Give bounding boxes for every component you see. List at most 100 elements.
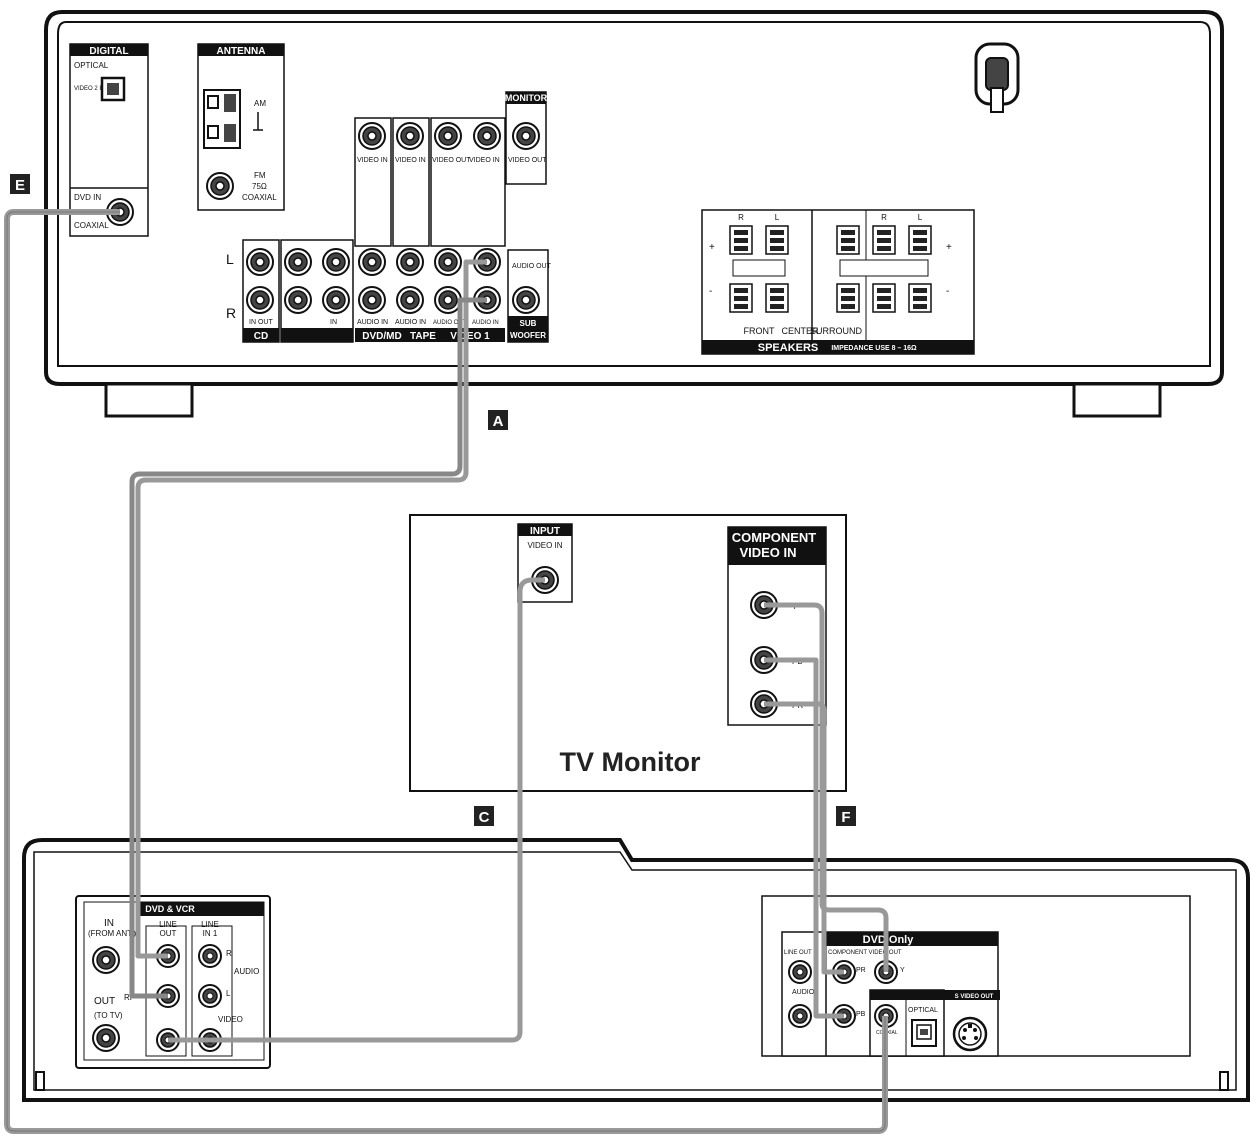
cd-group-label: CD: [254, 331, 268, 342]
subwoofer-audio-out-label: AUDIO OUT: [512, 263, 552, 270]
am-label: AM: [254, 99, 266, 108]
audio-jack-r-3[interactable]: [322, 286, 350, 314]
line-out-label-2: OUT: [160, 929, 177, 938]
video2-in-label: VIDEO 2 IN: [74, 86, 105, 92]
dvd-optical-port[interactable]: [911, 1019, 937, 1047]
dvd-y-label: Y: [900, 967, 905, 974]
fm-ohm-label: 75Ω: [252, 182, 267, 191]
speakers-section: SPEAKERS IMPEDANCE USE 8 – 16Ω FRONT CEN…: [701, 209, 975, 355]
component-header-2: VIDEO IN: [739, 545, 796, 560]
receiver-foot-right: [1072, 382, 1162, 418]
cd-in-l-jack[interactable]: [246, 248, 274, 276]
speaker-terminal-surround-r-plus[interactable]: [872, 225, 896, 255]
marker-e: E: [15, 177, 25, 194]
dvd-vcr-header: DVD & VCR: [145, 904, 195, 914]
tape-audio-in-r-jack[interactable]: [396, 286, 424, 314]
antenna-section: ANTENNA AM FM 75Ω COAXIAL: [197, 43, 285, 211]
s-video-out-label: S VIDEO OUT: [955, 994, 994, 1000]
audio-jack-l-3[interactable]: [322, 248, 350, 276]
video1-group-label: VIDEO 1: [450, 331, 490, 342]
cd-in-r-jack[interactable]: [246, 286, 274, 314]
monitor-video-out-label: VIDEO OUT: [508, 157, 547, 164]
cable-c-video: [168, 577, 545, 1043]
fm-label: FM: [254, 171, 266, 180]
video1-audio-out-r-jack[interactable]: [434, 286, 462, 314]
monitor-header: MONITOR: [505, 93, 548, 103]
line-in-label-1: LINE: [201, 920, 219, 929]
video-out-jack-video1[interactable]: [434, 122, 462, 150]
video-out-label: VIDEO OUT: [432, 157, 471, 164]
surround-label: SURROUND: [810, 326, 863, 336]
speaker-terminal-front-l-plus[interactable]: [765, 225, 789, 255]
video-in-jack-tape[interactable]: [396, 122, 424, 150]
video-in-jack-dvd[interactable]: [358, 122, 386, 150]
rf-in-jack[interactable]: [92, 946, 120, 974]
dvd-md-group-label: DVD/MD: [362, 331, 401, 342]
audio-in-label: IN: [330, 319, 337, 326]
cd-in-out-label: IN OUT: [249, 319, 273, 326]
speaker-terminal-center-minus[interactable]: [836, 283, 860, 313]
tv-monitor-title: TV Monitor: [560, 747, 701, 777]
dvd-line-out-audio-r-jack[interactable]: [788, 1004, 812, 1028]
speaker-terminal-surround-l-plus[interactable]: [908, 225, 932, 255]
dvd-audio-in-r-jack[interactable]: [358, 286, 386, 314]
center-label: CENTER: [781, 326, 819, 336]
optical-port-video2-in[interactable]: [100, 76, 126, 102]
subwoofer-audio-out-jack[interactable]: [512, 286, 540, 314]
video-in-jack-video1[interactable]: [473, 122, 501, 150]
minus-label-right: -: [946, 286, 949, 297]
monitor-video-out-jack[interactable]: [512, 122, 540, 150]
row-r-label: R: [226, 305, 236, 321]
plus-label-right: +: [946, 242, 952, 253]
speaker-terminal-surround-r-minus[interactable]: [872, 283, 896, 313]
tv-monitor-panel: INPUT VIDEO IN COMPONENT VIDEO IN Y PB P…: [409, 514, 847, 792]
rf-in-label: IN: [104, 918, 114, 929]
to-tv-label: (TO TV): [94, 1011, 123, 1020]
receiver-foot-left: [104, 382, 194, 418]
dvdvcr-l-label: L: [226, 989, 231, 998]
dvdvcr-r-label: R: [226, 949, 232, 958]
line-in-audio-l-jack[interactable]: [198, 984, 222, 1008]
connection-markers: E A C F: [10, 174, 856, 826]
line-in-audio-r-jack[interactable]: [198, 944, 222, 968]
dvd-pb-label: PB: [856, 1011, 866, 1018]
minus-label-left: -: [709, 286, 712, 297]
power-cord-icon: [974, 42, 1020, 113]
marker-a: A: [493, 413, 504, 430]
speaker-terminal-front-r-plus[interactable]: [729, 225, 753, 255]
dvd-line-out-audio-l-jack[interactable]: [788, 960, 812, 984]
audio-jack-l-2[interactable]: [284, 248, 312, 276]
dvdvcr-audio-label: AUDIO: [234, 967, 259, 976]
video-in-label-1: VIDEO IN: [357, 157, 388, 164]
fm-coaxial-jack[interactable]: [206, 172, 234, 200]
speaker-terminal-front-r-minus[interactable]: [729, 283, 753, 313]
speaker-terminal-front-l-minus[interactable]: [765, 283, 789, 313]
speaker-terminal-center-plus[interactable]: [836, 225, 860, 255]
dvd-optical-label: OPTICAL: [908, 1007, 938, 1014]
rf-out-label: OUT: [94, 996, 115, 1007]
optical-label: OPTICAL: [74, 61, 109, 70]
line-in-label-2: IN 1: [203, 929, 218, 938]
dvd-audio-in-l-jack[interactable]: [358, 248, 386, 276]
tv-input-header: INPUT: [530, 526, 560, 537]
receiver-rear-panel: DIGITAL OPTICAL VIDEO 2 IN DVD IN COAXIA…: [44, 10, 1224, 418]
digital-input-section: DIGITAL OPTICAL VIDEO 2 IN DVD IN COAXIA…: [69, 43, 149, 237]
audio-jack-r-2[interactable]: [284, 286, 312, 314]
dvd-vcr-jack-section: DVD & VCR IN (FROM ANT.) OUT (TO TV) RF …: [75, 895, 271, 1069]
cable-f-component-pb: [764, 657, 844, 1019]
speaker-terminal-surround-l-minus[interactable]: [908, 283, 932, 313]
tape-audio-in-l-jack[interactable]: [396, 248, 424, 276]
cable-f-component-pr: [764, 701, 844, 975]
tape-audio-in-label: AUDIO IN: [395, 319, 426, 326]
tape-group-label: TAPE: [410, 331, 436, 342]
antenna-header: ANTENNA: [217, 46, 266, 57]
front-label: FRONT: [744, 326, 775, 336]
dvd-s-video-port[interactable]: [952, 1016, 988, 1052]
dvd-in-label: DVD IN: [74, 193, 101, 202]
video1-audio-out-l-jack[interactable]: [434, 248, 462, 276]
digital-header: DIGITAL: [89, 46, 128, 57]
marker-f: F: [841, 809, 850, 826]
rf-out-jack[interactable]: [92, 1024, 120, 1052]
dvd-vcr-rear-panel: DVD & VCR IN (FROM ANT.) OUT (TO TV) RF …: [22, 838, 1250, 1102]
dvd-audio-label: AUDIO: [792, 989, 815, 996]
